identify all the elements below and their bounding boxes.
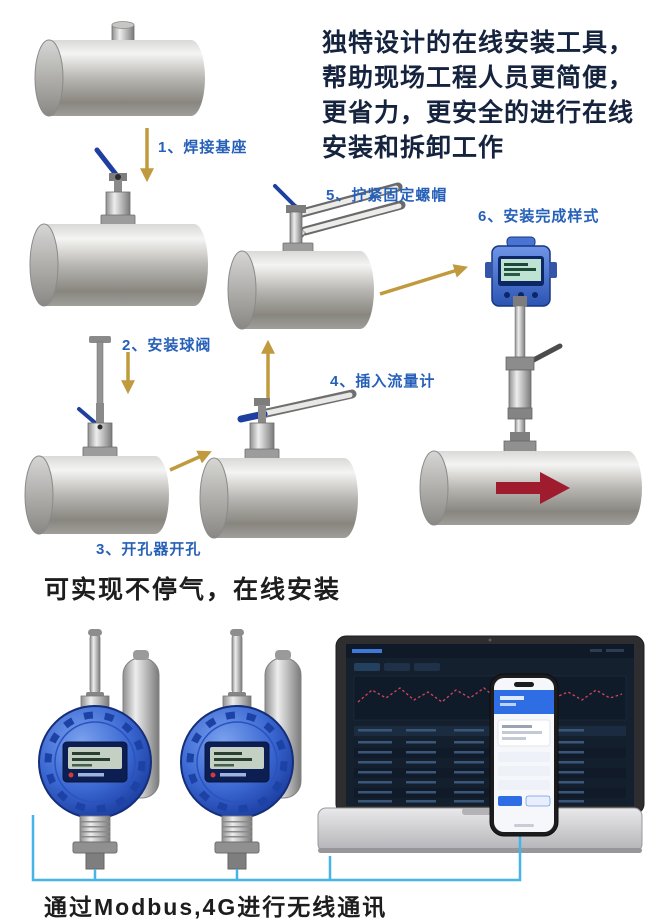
hole-opener-rod: [96, 341, 104, 406]
valve-long-handle-icon: [237, 389, 357, 460]
ball-valve-icon: [77, 403, 118, 458]
tightening-wrench-icon: [291, 182, 406, 239]
app-header: [494, 690, 554, 714]
smartphone: [489, 673, 559, 837]
modbus-connection-lines: [31, 815, 522, 882]
pipe-step4: [199, 389, 358, 539]
step-6-label: 6、安装完成样式: [478, 208, 600, 225]
gas-detector-2: [181, 629, 301, 869]
step-4-label: 4、插入流量计: [330, 373, 436, 390]
webcam-icon: [488, 638, 492, 642]
step-5-label: 5、拧紧固定螺帽: [326, 187, 448, 204]
step-2-label: 2、安装球阀: [122, 337, 212, 354]
step-3-label: 3、开孔器开孔: [96, 541, 202, 558]
phone-notch-icon: [514, 682, 534, 687]
intro-text: 独特设计的在线安装工具， 帮助现场工程人员更简便， 更省力，更安全的进行在线安装…: [322, 29, 635, 162]
ball-valve-icon: [94, 147, 136, 226]
pipe-step1: [34, 21, 205, 117]
gold-arrow-right-5-icon: [379, 264, 469, 296]
gas-detector-1: [39, 629, 159, 869]
pipe-step3: [24, 336, 169, 535]
gold-arrow-right-3-icon: [169, 450, 212, 472]
step-1-label: 1、焊接基座: [158, 139, 248, 156]
flow-direction-arrow-icon: [496, 472, 570, 504]
finished-flowmeter-assembly: [419, 236, 642, 526]
pipe-step5: [227, 182, 406, 330]
hole-opener-handle: [89, 336, 111, 343]
transmitter-head: [485, 236, 557, 307]
pipe-step2: [29, 147, 208, 307]
caption-communication: 通过Modbus,4G进行无线通讯: [44, 894, 388, 920]
caption-online-install: 可实现不停气，在线安装: [44, 576, 342, 604]
laptop: [317, 635, 645, 853]
